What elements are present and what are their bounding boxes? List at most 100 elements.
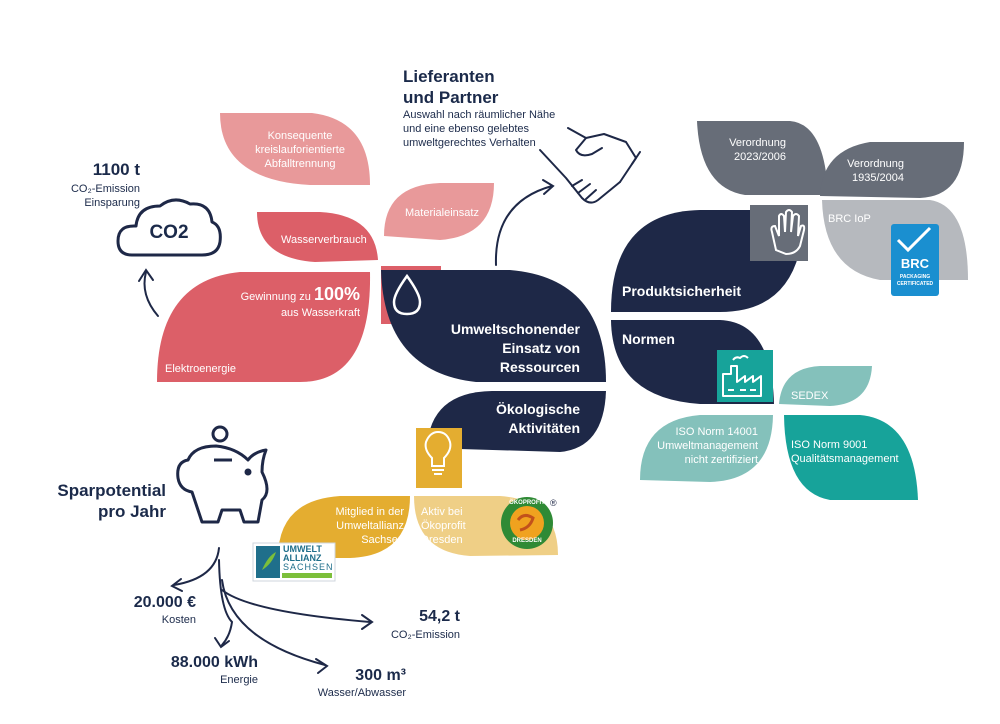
iso9001-line1: ISO Norm 9001	[791, 439, 868, 451]
brc-logo-sub1: PACKAGING	[899, 274, 931, 280]
factory-icon	[722, 355, 762, 397]
reg-1935-label: Verordnung 1935/2004	[820, 157, 904, 185]
iso9001-label: ISO Norm 9001 Qualitätsmanagement	[791, 438, 899, 466]
iso14001-line2: Umweltmanagement	[657, 440, 758, 452]
water-label: Wasserverbrauch	[281, 234, 367, 246]
partner-desc-line3: umweltgerechtes Verhalten	[403, 137, 536, 149]
leaf-sedex	[779, 366, 872, 406]
allianz-logo-line2: ALLIANZ	[283, 553, 322, 563]
arrow-to-cost	[173, 547, 220, 586]
cloud-icon	[116, 198, 222, 257]
allianz-line3: Sachsen	[361, 534, 404, 546]
savings-water-value: 300 m³	[355, 667, 406, 684]
material-label: Materialeinsatz	[405, 207, 479, 219]
arrow-to-water	[221, 579, 326, 666]
savings-title: Sparpotential pro Jahr	[20, 480, 166, 522]
brc-logo-sub2: CERTIFICATED	[896, 281, 934, 287]
partner-title: Lieferanten und Partner	[403, 66, 498, 108]
iso9001-line2: Qualitätsmanagement	[791, 453, 899, 465]
waste-line2: kreislauforientierte	[255, 144, 345, 156]
eco-center-line2: Aktivitäten	[508, 420, 580, 436]
arrow-to-water-head	[315, 658, 329, 674]
electricity-label: Elektroenergie	[165, 363, 236, 375]
savings-co2-value: 54,2 t	[419, 608, 460, 625]
sedex-label: SEDEX	[791, 390, 829, 402]
oeko-logo-top: ÖKOPROFIT	[509, 500, 545, 506]
leaf-reg-2023	[697, 121, 828, 195]
partner-desc-line2: und eine ebenso gelebtes	[403, 123, 529, 135]
reg-2023-line1: Verordnung	[729, 137, 786, 149]
light-bulb-icon	[424, 430, 452, 475]
oekoprofit-line2: Ökoprofit	[421, 520, 466, 532]
oekoprofit-label: Aktiv bei Ökoprofit Dresden	[421, 505, 466, 547]
oekoprofit-logo	[501, 497, 553, 549]
partner-title-line2: und Partner	[403, 88, 499, 107]
allianz-logo-line1: UMWELT	[283, 544, 322, 554]
product-safety-label: Produktsicherheit	[622, 283, 742, 299]
leaf-eco-center	[427, 391, 606, 452]
umweltallianz-logo	[252, 542, 336, 582]
co2-saving-label-line2: Einsparung	[84, 197, 140, 209]
allianz-logo-text: UMWELT ALLIANZ SACHSEN	[283, 545, 334, 572]
leaf-material	[384, 183, 494, 240]
co2-saving-label: CO₂-Emission Einsparung	[40, 182, 140, 210]
partner-description: Auswahl nach räumlicher Nähe und eine eb…	[403, 108, 555, 150]
resources-center-line2: Einsatz von	[502, 340, 580, 356]
cloud-label: CO2	[149, 222, 189, 243]
savings-water-label: Wasser/Abwasser	[317, 687, 406, 699]
iso14001-line3: nicht zertifiziert	[684, 454, 758, 466]
oeko-logo-bottom: DRESDEN	[512, 538, 542, 544]
savings-co2-label: CO₂-Emission	[390, 629, 460, 641]
handshake-icon	[539, 127, 641, 204]
arrow-to-co2	[221, 589, 371, 623]
reg-2023-line2: 2023/2006	[734, 151, 786, 163]
resources-center-label: Umweltschonender Einsatz von Ressourcen	[430, 320, 580, 377]
savings-title-line1: Sparpotential	[57, 481, 166, 500]
waste-label: Konsequente kreislauforientierte Abfallt…	[230, 129, 370, 171]
oekoprofit-line3: Dresden	[421, 534, 463, 546]
leaf-iso9001	[784, 415, 918, 500]
hydro-value: 100%	[313, 284, 360, 304]
waste-line1: Konsequente	[267, 130, 333, 142]
piggy-bank-icon	[176, 425, 269, 524]
arrow-to-cost-head	[170, 578, 183, 592]
oeko-logo-mark: ®	[550, 498, 557, 508]
allianz-label: Mitglied in der Umweltallianz Sachsen	[300, 505, 404, 547]
leaf-water	[257, 212, 378, 262]
allianz-line1: Mitglied in der	[335, 506, 404, 518]
savings-energy-label: Energie	[220, 674, 258, 686]
hydro-label: Gewinnung zu 100% aus Wasserkraft	[210, 284, 360, 321]
allianz-logo-line3: SACHSEN	[283, 562, 334, 572]
partner-desc-line1: Auswahl nach räumlicher Nähe	[403, 109, 556, 121]
reg-1935-line2: 1935/2004	[852, 172, 904, 184]
leaf-iso14001	[640, 415, 773, 482]
water-drop-icon	[392, 273, 422, 316]
eco-center-label: Ökologische Aktivitäten	[470, 400, 580, 438]
hydro-suffix: aus Wasserkraft	[280, 307, 360, 319]
resources-center-line1: Umweltschonender	[450, 321, 580, 337]
oekoprofit-line1: Aktiv bei	[421, 506, 463, 518]
brc-logo-sub: PACKAGING CERTIFICATED	[891, 274, 939, 288]
brc-logo	[891, 224, 939, 296]
leaf-electricity	[157, 272, 371, 382]
allianz-line2: Umweltallianz	[336, 520, 404, 532]
hand-icon	[770, 209, 806, 256]
eco-center-line1: Ökologische	[495, 401, 580, 417]
co2-saving-value: 1100 t	[92, 160, 140, 179]
reg-1935-line1: Verordnung	[847, 158, 904, 170]
arrow-to-cloud-head	[138, 268, 154, 282]
arrow-to-cloud	[143, 271, 159, 317]
waste-line3: Abfalltrennung	[264, 158, 336, 170]
arrow-to-partner-head	[542, 179, 555, 195]
savings-title-line2: pro Jahr	[97, 502, 166, 521]
arrow-to-energy	[218, 559, 234, 646]
co2-saving-label-line1: CO₂-Emission	[70, 183, 140, 195]
brc-logo-main: BRC	[900, 256, 930, 271]
arrow-to-co2-head	[361, 614, 374, 630]
leaf-reg-1935	[820, 142, 964, 198]
leaf-waste	[220, 113, 370, 185]
iso14001-line1: ISO Norm 14001	[675, 426, 758, 438]
resources-center-line3: Ressourcen	[499, 359, 580, 375]
arrow-to-partner	[494, 185, 553, 266]
